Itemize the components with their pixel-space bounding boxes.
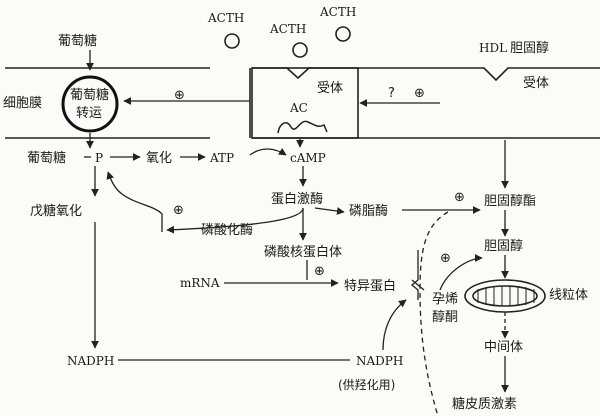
mitochondria-label: 线粒体 [549,288,588,303]
acth-circle-1 [224,33,240,49]
nadph-left-label: NADPH [67,354,114,368]
glucose-transport-label-2: 转运 [76,106,102,121]
acth-label-3: ACTH [319,5,356,19]
glucose-extracellular-label: 葡萄糖 [58,33,97,49]
camp-label: cAMP [290,151,326,165]
pregnenolone-label-2: 醇酮 [432,309,458,325]
acth-label-1: ACTH [207,11,244,25]
acth-circle-2 [292,42,308,58]
mitochondrion-shape [464,279,546,313]
atp-label: ATP [209,151,234,165]
glucose-p-label: 葡萄糖 [27,150,66,166]
cell-membrane-label: 细胞膜 [3,96,42,111]
pregnenolone-label-1: 孕烯 [432,292,458,307]
protein-kinase-label: 蛋白激酶 [271,191,323,207]
hdl-receptor-label: 受体 [523,76,549,91]
hdl-label: HDL [479,41,507,55]
plus-sign-phosphatase: ⊕ [173,203,184,218]
plus-sign-glucose: ⊕ [174,88,185,103]
phosphonucleoprotein-label: 磷酸核蛋白体 [264,244,342,260]
plus-sign-mrna: ⊕ [314,264,325,279]
receptor-block [251,67,359,139]
pentose-oxidation-label: 戊糖氧化 [30,203,82,219]
acth-receptor-label: 受体 [317,81,343,96]
hydroxylation-note: (供羟化用) [338,377,395,392]
plus-sign-cholesterol-ester: ⊕ [454,190,465,205]
specific-protein-label: 特异蛋白 [344,278,396,294]
glucose-transporter-circle [61,75,119,133]
mrna-label: mRNA [180,276,220,290]
unknown-mark: ? [388,86,395,101]
cholesterol-ester-label: 胆固醇酯 [484,193,536,209]
intermediate-label: 中间体 [484,340,523,355]
acth-molecules [224,26,351,58]
ac-enzyme-shape [277,120,328,134]
cell-membrane [5,67,600,139]
plus-sign-hdl: ⊕ [414,86,425,101]
glucose-transport-label-1: 葡萄糖 [70,87,109,103]
oxidation-label: 氧化 [146,151,172,166]
nadph-right-label: NADPH [356,354,403,368]
phosphate-label: P [95,151,103,165]
plus-sign-cholesterol: ⊕ [440,251,451,266]
ac-label: AC [289,101,308,115]
corticosteroid-label: 糖皮质激素 [452,396,517,412]
phospholipase-label: 磷脂酶 [349,203,388,219]
hdl-cholesterol-label: 胆固醇 [510,40,549,56]
cholesterol-label: 胆固醇 [484,238,523,254]
pathway-arrows [84,50,509,393]
acth-circle-3 [335,26,351,42]
acth-label-2: ACTH [269,22,306,36]
